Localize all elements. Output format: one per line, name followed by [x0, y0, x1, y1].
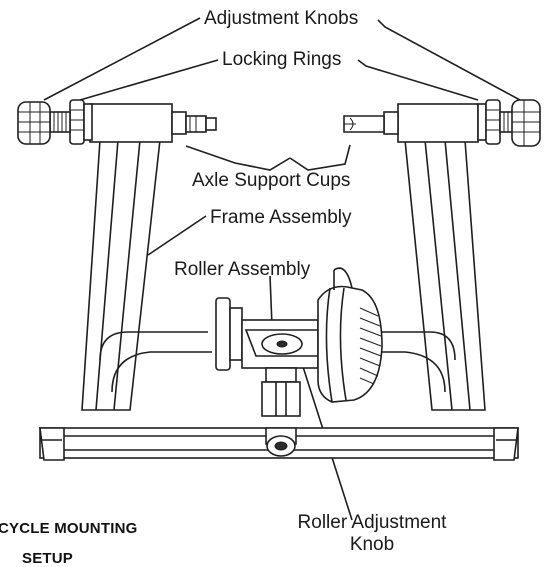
leader-locking-ring-left [79, 59, 219, 101]
left-threaded-shaft [49, 111, 71, 133]
label-axle-support-cups: Axle Support Cups [192, 170, 351, 191]
left-locking-ring [69, 99, 93, 145]
right-threaded-shaft [499, 111, 515, 133]
label-roller-assembly: Roller Assembly [174, 259, 311, 280]
leader-adjustment-knob-left [43, 17, 201, 101]
label-roller-adjustment-knob-line2: Knob [349, 534, 395, 555]
right-locking-ring [477, 99, 501, 145]
leader-adjustment-knob-right [377, 19, 521, 101]
left-upper-housing [89, 103, 217, 143]
label-locking-rings: Locking Rings [222, 49, 342, 70]
frame-right-leg [404, 139, 486, 411]
frame-left-leg [81, 139, 161, 411]
label-adjustment-knobs: Adjustment Knobs [204, 8, 359, 29]
section-heading-line1: CYCLE MOUNTING [0, 520, 138, 537]
right-adjustment-knob [511, 99, 541, 147]
leader-locking-ring-right [357, 59, 479, 101]
leader-roller-assembly [269, 275, 273, 327]
leader-axle-cup-right [289, 144, 351, 171]
right-upper-housing [343, 103, 479, 143]
resistance-unit [317, 267, 383, 403]
leader-axle-cup-left [185, 145, 291, 171]
frame-u-bend [99, 331, 456, 393]
label-roller-adjustment-knob: Roller Adjustment Knob [282, 512, 462, 556]
label-roller-adjustment-knob-line1: Roller Adjustment [297, 512, 447, 533]
left-adjustment-knob [17, 101, 51, 145]
roller-assembly [215, 297, 319, 457]
leader-frame-assembly [147, 215, 207, 256]
label-frame-assembly: Frame Assembly [210, 207, 352, 228]
section-heading-line2: SETUP [22, 550, 74, 567]
